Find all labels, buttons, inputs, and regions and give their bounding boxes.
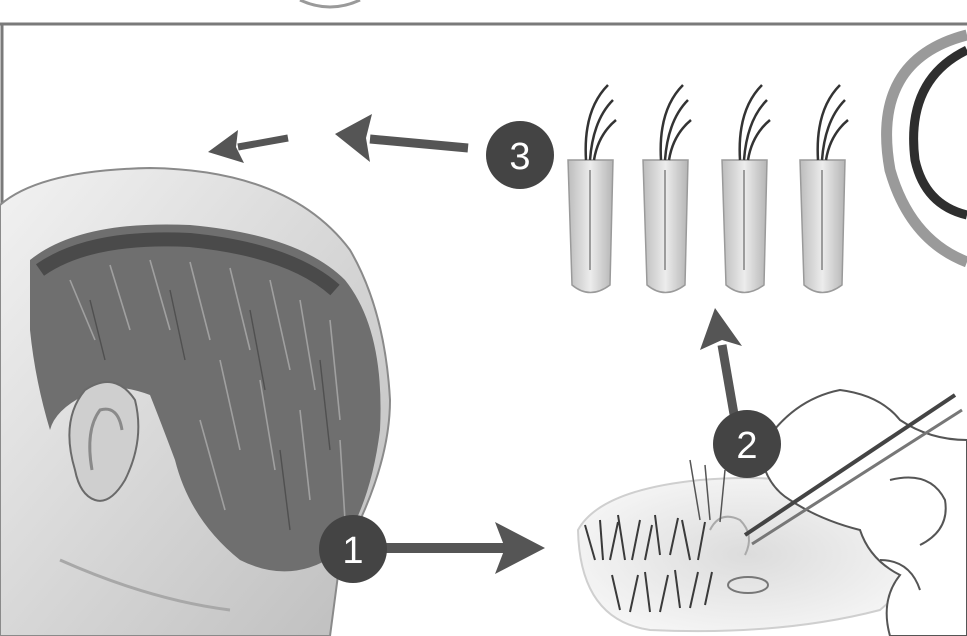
arrow-icon bbox=[335, 114, 468, 162]
follicle-icon bbox=[568, 85, 616, 293]
step-badge-1: 1 bbox=[319, 515, 387, 583]
arrow-icon bbox=[385, 522, 545, 574]
follicle-icon bbox=[722, 85, 770, 293]
follicle-group bbox=[568, 85, 848, 293]
top-strip bbox=[0, 0, 967, 22]
step-badge-2: 2 bbox=[713, 410, 781, 478]
follicle-icon bbox=[643, 85, 691, 293]
step-number: 2 bbox=[736, 425, 757, 467]
step-number: 1 bbox=[342, 530, 363, 572]
step-badge-3: 3 bbox=[486, 121, 554, 189]
arrow-icon bbox=[208, 130, 288, 163]
circle-logo bbox=[887, 35, 967, 262]
arrow-icon bbox=[700, 308, 742, 420]
step-number: 3 bbox=[509, 136, 530, 178]
follicle-icon bbox=[800, 85, 848, 293]
